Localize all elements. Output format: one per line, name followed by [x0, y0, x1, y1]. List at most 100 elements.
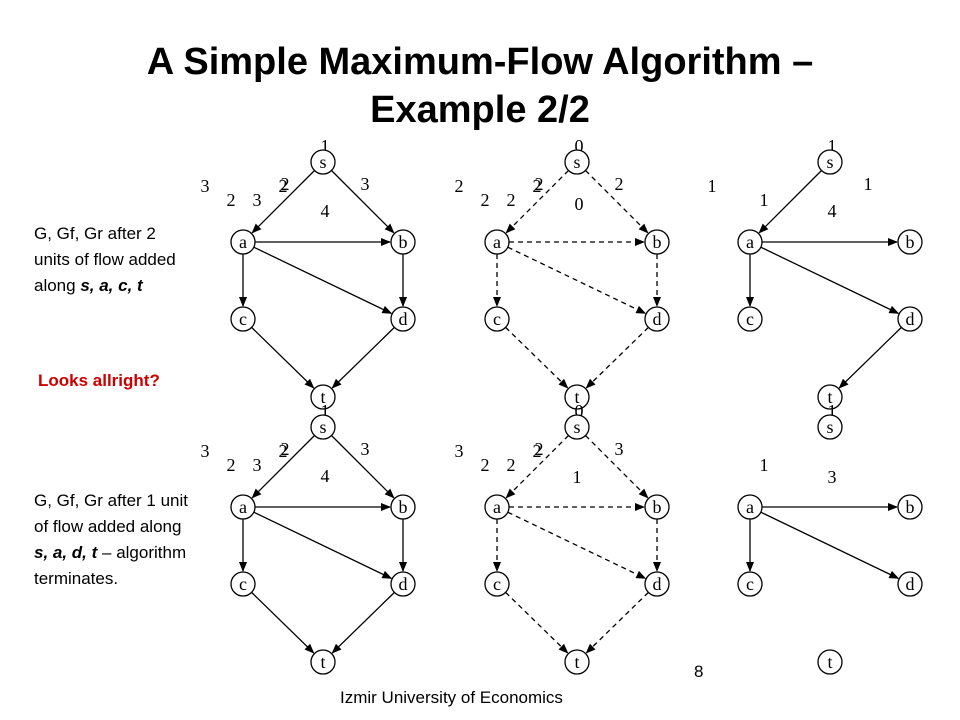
caption-top-line-2: units of flow added — [34, 250, 176, 269]
node-label-c: c — [493, 574, 501, 594]
edge-s-b — [331, 435, 395, 499]
node-label-c: c — [239, 574, 247, 594]
question-text: Looks allright? — [38, 371, 160, 390]
node-label-s: s — [826, 152, 833, 172]
node-s — [817, 414, 843, 440]
node-label-a: a — [493, 497, 501, 517]
node-d — [897, 306, 923, 332]
slide-title: A Simple Maximum-Flow Algorithm – Exampl… — [0, 38, 960, 134]
node-c — [484, 571, 510, 597]
node-d — [644, 571, 670, 597]
node-d — [897, 571, 923, 597]
node-t — [310, 384, 336, 410]
caption-top-along: along — [34, 276, 81, 295]
edge-label-a-d: 4 — [828, 201, 837, 221]
node-b — [644, 229, 670, 255]
edge-label-b-d: 2 — [227, 190, 236, 210]
edge-label-d-t: 2 — [615, 174, 624, 194]
node-label-t: t — [320, 387, 325, 407]
caption-bottom-path: s, a, d, t — [34, 543, 98, 562]
node-label-s: s — [319, 417, 326, 437]
edge-label-a-b: 1 — [321, 136, 330, 156]
node-label-c: c — [746, 574, 754, 594]
edge-a-d — [507, 511, 647, 579]
node-label-t: t — [574, 652, 579, 672]
edge-a-d — [760, 246, 900, 314]
edge-s-a — [505, 170, 569, 234]
edge-label-a-c: 2 — [507, 190, 516, 210]
node-s — [564, 414, 590, 440]
edge-label-a-d: 4 — [321, 466, 330, 486]
edge-s-a — [251, 435, 315, 499]
edge-label-a-d: 1 — [573, 467, 582, 487]
edge-label-a-c: 3 — [253, 455, 262, 475]
node-label-b: b — [399, 232, 408, 252]
edge-a-d — [507, 246, 647, 314]
edge-d-t — [585, 591, 649, 654]
node-label-s: s — [319, 152, 326, 172]
node-c — [230, 306, 256, 332]
edge-label-a-b: 1 — [828, 136, 837, 156]
caption-top: G, Gf, Gr after 2 units of flow added al… — [34, 221, 176, 299]
node-c — [484, 306, 510, 332]
edge-c-t — [251, 326, 315, 389]
node-label-d: d — [399, 574, 408, 594]
page-number: 8 — [694, 662, 704, 681]
node-label-d: d — [653, 574, 662, 594]
edge-label-d-t: 3 — [361, 439, 370, 459]
edge-label-s-a: 2 — [455, 176, 464, 196]
edge-d-t — [585, 326, 649, 389]
node-label-d: d — [906, 309, 915, 329]
node-s — [310, 149, 336, 175]
node-label-t: t — [827, 387, 832, 407]
node-a — [737, 229, 763, 255]
node-d — [390, 571, 416, 597]
node-a — [230, 494, 256, 520]
edge-label-b-d: 2 — [227, 455, 236, 475]
edge-label-s-b: 2 — [533, 441, 542, 461]
node-label-b: b — [399, 497, 408, 517]
edge-c-t — [505, 591, 569, 654]
node-t — [310, 649, 336, 675]
node-label-b: b — [906, 232, 915, 252]
edge-c-t — [505, 326, 569, 389]
caption-top-line-3: along s, a, c, t — [34, 273, 176, 299]
edge-label-d-t: 3 — [615, 439, 624, 459]
node-d — [390, 306, 416, 332]
node-c — [737, 571, 763, 597]
node-label-s: s — [573, 417, 580, 437]
caption-bottom-line-4: terminates. — [34, 569, 119, 588]
node-t — [817, 649, 843, 675]
footer-text: Izmir University of Economics — [340, 688, 563, 707]
node-label-d: d — [399, 309, 408, 329]
edge-label-a-d: 0 — [575, 194, 584, 214]
node-t — [564, 384, 590, 410]
caption-top-line-1: G, Gf, Gr after 2 — [34, 224, 156, 243]
caption-bottom: G, Gf, Gr after 1 unit of flow added alo… — [34, 488, 188, 592]
edge-a-d — [760, 511, 900, 579]
edge-a-d — [253, 246, 393, 314]
edge-label-s-a: 3 — [455, 441, 464, 461]
edge-label-a-b: 0 — [575, 136, 584, 156]
edge-label-b-d: 2 — [481, 190, 490, 210]
edge-label-a-c: 3 — [253, 190, 262, 210]
edge-label-s-a: 1 — [708, 176, 717, 196]
edge-label-a-b: 1 — [321, 401, 330, 421]
node-label-t: t — [320, 652, 325, 672]
node-a — [484, 494, 510, 520]
edge-label-d-t: 1 — [864, 174, 873, 194]
node-a — [230, 229, 256, 255]
edge-label-a-d: 3 — [828, 467, 837, 487]
caption-top-path: s, a, c, t — [80, 276, 143, 295]
node-b — [644, 494, 670, 520]
edge-label-s-b: 2 — [279, 441, 288, 461]
node-label-b: b — [653, 497, 662, 517]
caption-bottom-line-3: s, a, d, t – algorithm — [34, 540, 188, 566]
node-label-s: s — [573, 152, 580, 172]
node-b — [897, 229, 923, 255]
node-s — [310, 414, 336, 440]
